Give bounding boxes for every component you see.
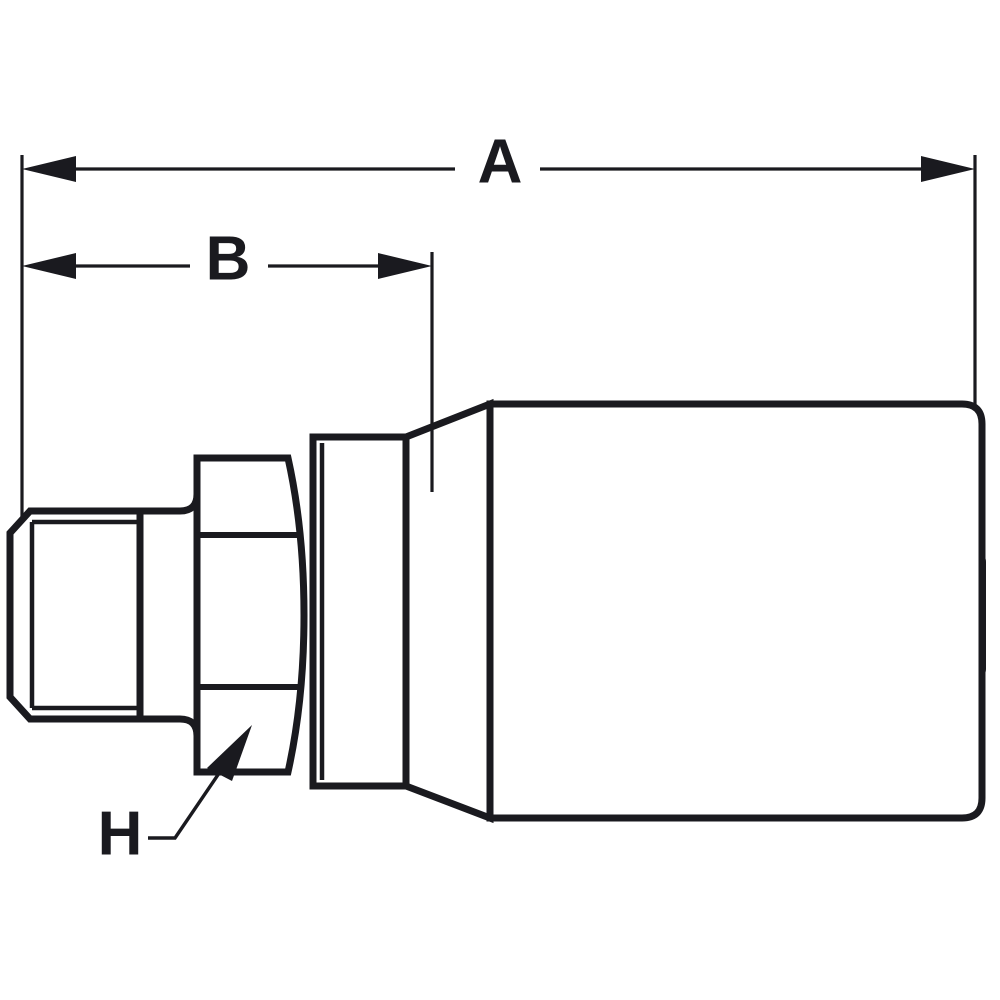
callout-h-label: H — [98, 799, 143, 868]
dimension-b-arrow-left — [22, 253, 76, 279]
dimension-a-group: A — [22, 127, 975, 196]
callout-h-group: H — [98, 725, 252, 868]
male-pipe-thread-nose — [6, 507, 144, 723]
hex-nut — [193, 454, 308, 776]
fitting-part-geometry — [6, 398, 986, 824]
thread-shank — [136, 493, 201, 737]
taper-transition — [402, 398, 494, 824]
dimension-b-arrow-right — [378, 253, 432, 279]
hose-ferrule-body — [486, 400, 986, 822]
dimension-a-label: A — [478, 127, 523, 196]
dimension-a-arrow-right — [921, 156, 975, 182]
collar — [309, 433, 410, 790]
dimension-b-label: B — [206, 224, 251, 293]
callout-h-arrow — [207, 725, 252, 781]
ferrule-end-tab — [978, 554, 986, 677]
dimension-b-group: B — [22, 224, 432, 293]
dimension-a-arrow-left — [22, 156, 76, 182]
